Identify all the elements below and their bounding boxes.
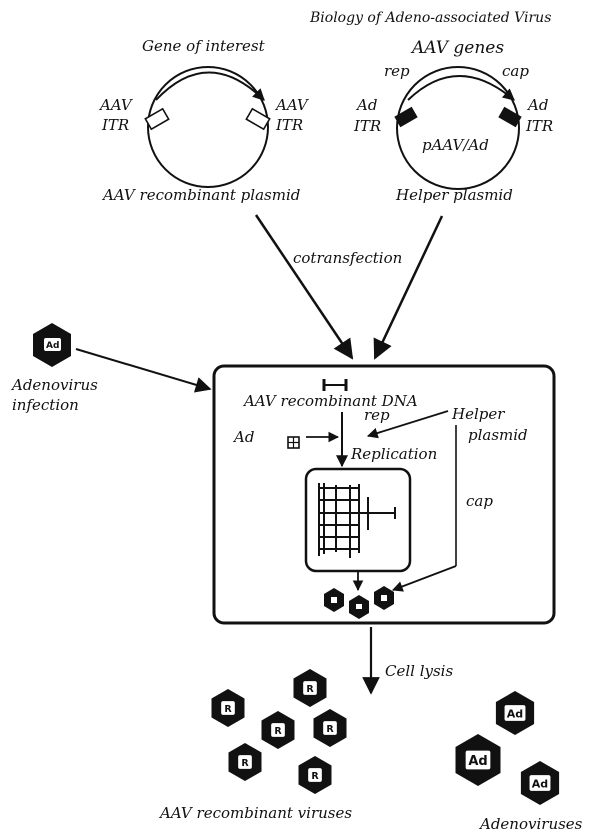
left-aav-itr-line2: ITR: [101, 116, 129, 134]
adenovirus-caption-line1: Adenovirus: [10, 376, 98, 394]
aav-virus-1: R: [212, 689, 245, 727]
aav-virus-4-label: R: [326, 724, 334, 735]
paav-ad-label: pAAV/Ad: [422, 136, 489, 154]
adenovirus-particle-1: Ad: [496, 691, 534, 735]
aav-genes-label: AAV genes: [410, 38, 504, 58]
right-ad-itr-line2: ITR: [525, 117, 553, 135]
cap-label: cap: [502, 62, 529, 80]
aav-virus-6: R: [299, 756, 332, 794]
host-cell: AAV recombinant DNA rep Helper plasmid A…: [214, 366, 554, 623]
aav-virus-4: R: [314, 709, 347, 747]
cell-rep-label: rep: [364, 406, 390, 424]
gene-of-interest-arc: [156, 73, 264, 101]
helper-plasmid-caption: Helper plasmid: [395, 186, 513, 204]
replication-label: Replication: [350, 445, 437, 463]
adenovirus-particle-3-label: Ad: [532, 777, 548, 790]
aav-recombinant-viruses: R R R R R R: [212, 669, 347, 794]
aav-virus-5: R: [229, 743, 262, 781]
recombinant-to-cell-arrow: [256, 215, 352, 358]
aav-viruses-caption: AAV recombinant viruses: [158, 804, 352, 822]
aav-virus-2: R: [294, 669, 327, 707]
adenovirus-particle-2: Ad: [456, 734, 501, 786]
adenovirus-infection: Ad Adenovirus infection: [10, 323, 210, 414]
recombinant-plasmid: Gene of interest AAV ITR AAV ITR AAV rec…: [98, 37, 310, 204]
cell-lysis-label: Cell lysis: [385, 662, 453, 680]
replication-intermediates: [319, 483, 395, 558]
aav-virus-2-label: R: [306, 684, 314, 695]
adenovirus-particle-3: Ad: [521, 761, 559, 805]
aav-genes-arc: [408, 76, 514, 100]
left-aav-itr-box: [145, 109, 168, 129]
adenovirus-caption-line2: infection: [12, 396, 79, 414]
aav-virus-6-label: R: [311, 771, 319, 782]
cell-helper-line1: Helper: [451, 405, 505, 423]
adenovirus-particle-2-label: Ad: [468, 754, 487, 769]
adenoviruses-caption: Adenoviruses: [478, 815, 583, 832]
left-ad-itr-line2: ITR: [353, 117, 381, 135]
recombinant-plasmid-caption: AAV recombinant plasmid: [101, 186, 300, 204]
gene-of-interest-label: Gene of interest: [142, 37, 266, 55]
cell-helper-line2: plasmid: [468, 426, 528, 444]
left-aav-itr-line1: AAV: [98, 96, 134, 114]
aav-virus-1-label: R: [224, 704, 232, 715]
recombinant-dna-label: AAV recombinant DNA: [242, 392, 418, 410]
helper-plasmid: AAV genes rep cap Ad ITR Ad ITR pAAV/Ad …: [353, 38, 553, 204]
adenovirus-particle-1-label: Ad: [507, 707, 523, 720]
helper-to-cell-arrow: [375, 216, 442, 358]
aav-virus-3: R: [262, 711, 295, 749]
aav-virus-5-label: R: [241, 758, 249, 769]
cotransfection-label: cotransfection: [293, 249, 402, 267]
cell-ad-label: Ad: [232, 428, 254, 446]
rep-label: rep: [384, 62, 410, 80]
recombinant-plasmid-circle: [148, 67, 268, 187]
cell-cap-label: cap: [466, 492, 493, 510]
figure-title: Biology of Adeno-associated Virus: [309, 10, 551, 26]
left-ad-itr-line1: Ad: [355, 96, 377, 114]
right-aav-itr-line2: ITR: [275, 116, 303, 134]
aav-virus-3-label: R: [274, 726, 282, 737]
right-aav-itr-line1: AAV: [274, 96, 310, 114]
right-ad-itr-line1: Ad: [526, 96, 548, 114]
helper-plasmid-circle: [397, 67, 519, 189]
adenovirus-badge-label: Ad: [46, 341, 59, 351]
